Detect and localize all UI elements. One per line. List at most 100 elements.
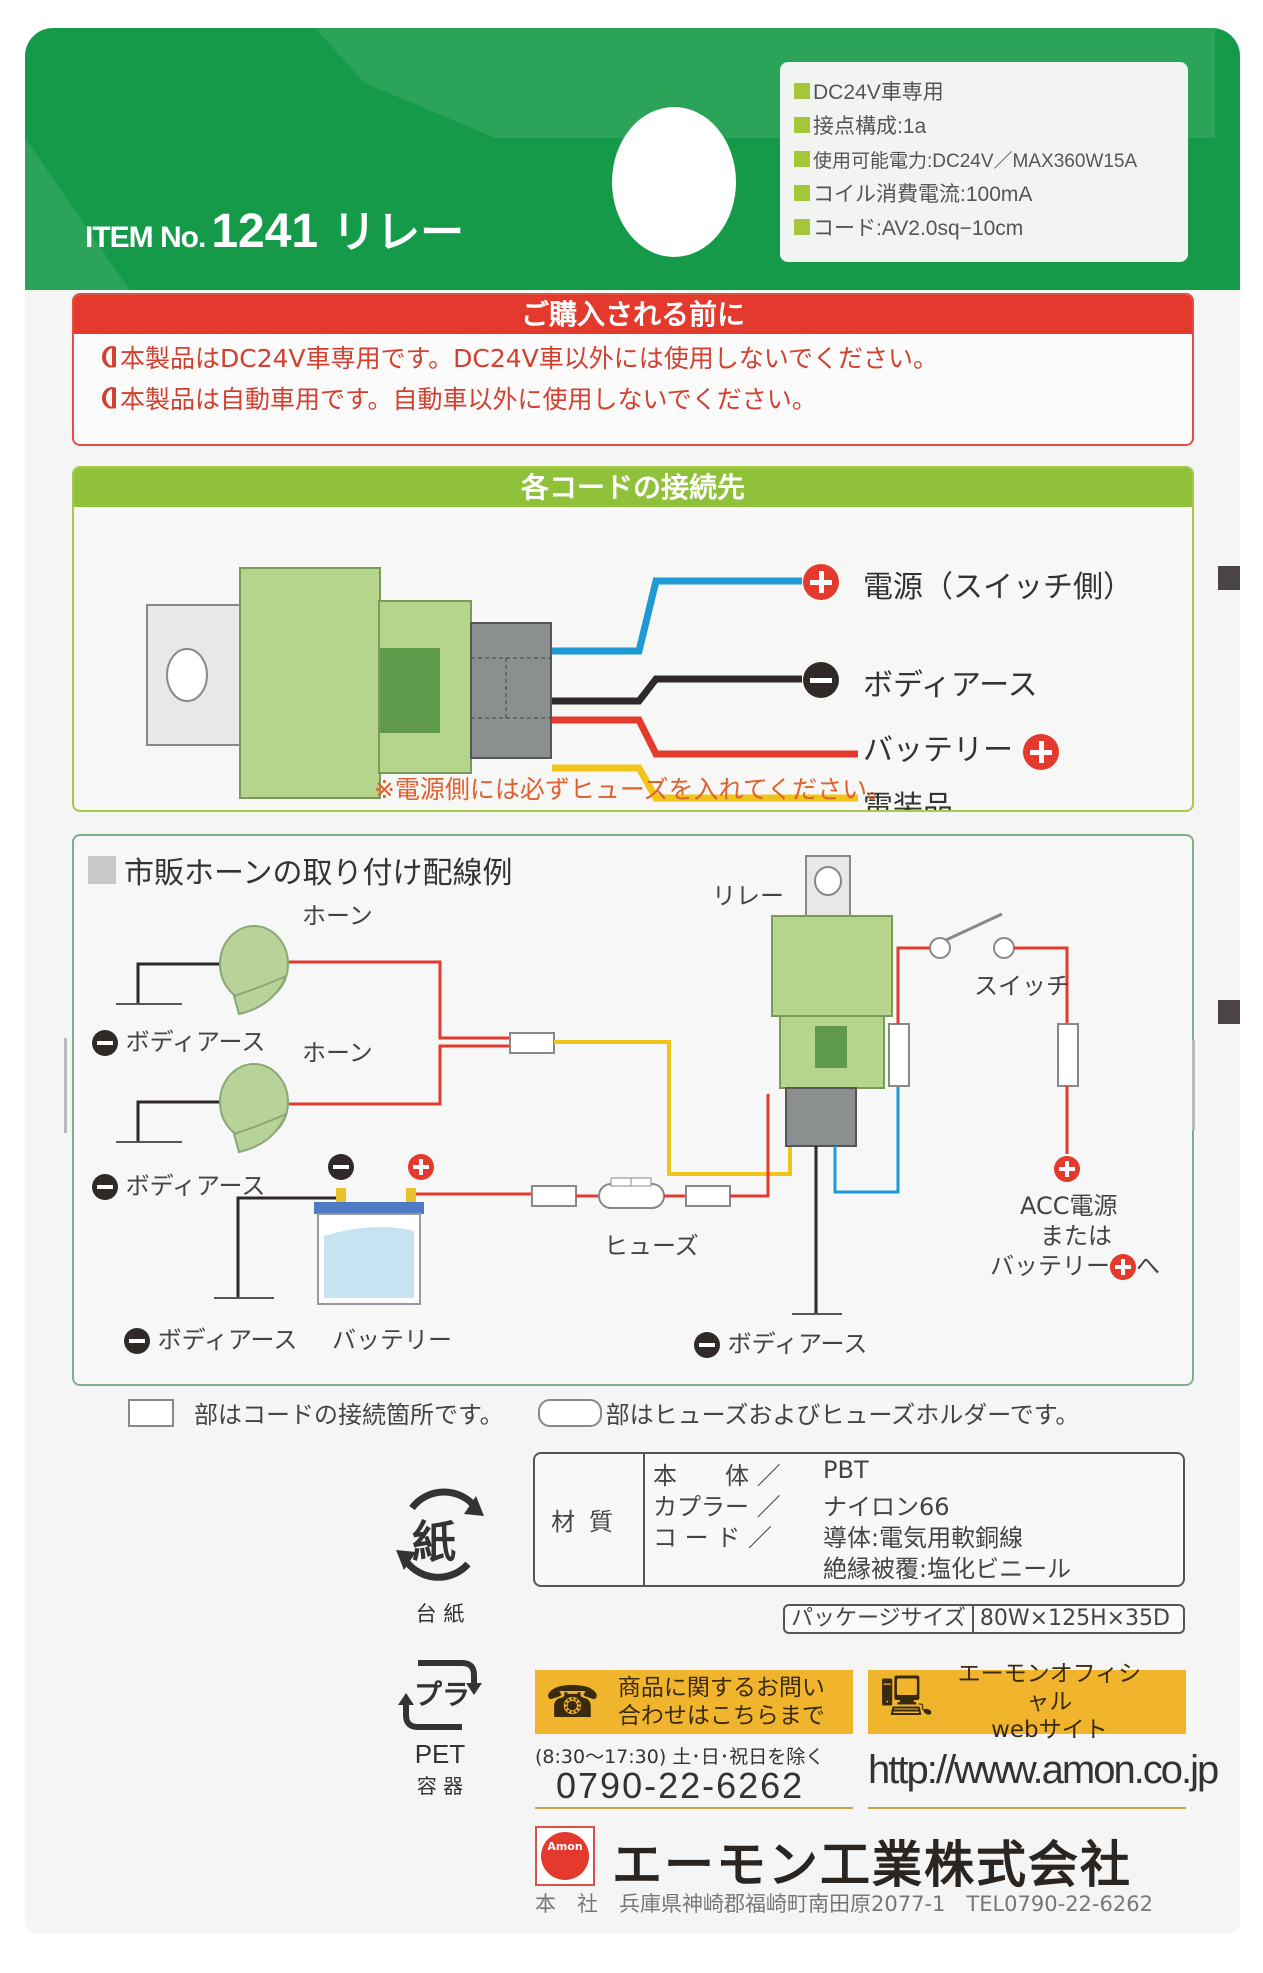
bullet-square-icon [794, 117, 810, 133]
materials-header: 材質 [535, 1454, 645, 1585]
materials-row: 絶縁被覆:塩化ビニール [823, 1555, 1072, 1583]
company-address: 本 社 兵庫県神崎郡福崎町南田原2077-1 TEL0790-22-6262 [535, 1892, 1153, 1916]
label-ground-1: ボディアース [92, 1022, 265, 1057]
computer-icon: 🖳 [880, 1674, 934, 1720]
horn-wiring-diagram [116, 855, 1079, 1315]
materials-row: 本 体 ／PBT [653, 1456, 869, 1490]
connector-symbol-icon [128, 1398, 174, 1427]
spec-box: DC24V車専用 接点構成:1a 使用可能電力:DC24V／MAX360W15A… [780, 62, 1188, 262]
business-hours: (8:30〜17:30) 土･日･祝日を除く [535, 1746, 825, 1768]
bullet-square-icon [794, 185, 810, 201]
relay-connector [785, 1087, 857, 1147]
item-name: リレー [332, 208, 465, 257]
website-url[interactable]: http://www.amon.co.jp [868, 1748, 1219, 1792]
label-fuse: ヒューズ [604, 1232, 699, 1260]
spec-row: コイル消費電流:100mA [794, 176, 1188, 210]
registration-mark [1218, 1000, 1240, 1024]
divider [868, 1807, 1186, 1809]
relay-diagram [146, 567, 858, 802]
label-ground-3: ボディアース [124, 1320, 297, 1355]
relay-window [380, 648, 440, 733]
plastic-type: PET [414, 1739, 466, 1769]
phone-banner: ☎ 商品に関するお問い合わせはこちらまで [535, 1670, 853, 1734]
paper-label: 台 紙 [415, 1602, 465, 1626]
hang-hole [612, 107, 736, 257]
wire-black [552, 675, 802, 705]
relay-body [239, 567, 381, 799]
wire-label-battery: バッテリー [863, 725, 1059, 770]
wire-label-accessory: 電装品 [863, 790, 953, 812]
minus-icon [803, 662, 839, 698]
spec-row: 接点構成:1a [794, 108, 1188, 142]
fuse-symbol-icon [537, 1398, 602, 1427]
relay [771, 915, 893, 1017]
label-relay: リレー [712, 882, 784, 910]
wire-label-power: 電源（スイッチ側） [863, 570, 1133, 605]
bracket-hole [166, 648, 208, 702]
plastic-label: 容 器 [416, 1774, 464, 1798]
label-ground-2: ボディアース [92, 1166, 265, 1201]
bullet-square-icon [794, 151, 810, 167]
telephone-icon: ☎ [545, 1676, 600, 1728]
battery-top [314, 1202, 424, 1214]
battery-plus-icon [408, 1154, 434, 1180]
wire-yellow [552, 764, 858, 802]
label-or: または [1040, 1222, 1112, 1250]
package-size: パッケージサイズ 80W×125H×35D [783, 1604, 1185, 1634]
company-name: エーモン工業株式会社 [612, 1836, 1132, 1894]
half-circle-bullet-icon [102, 387, 116, 409]
minus-icon [92, 1030, 118, 1056]
warning-line: 本製品はDC24V車専用です。DC24V車以外には使用しないでください。 [74, 334, 1192, 379]
acc-plus-icon [1054, 1156, 1080, 1182]
plus-icon [1022, 733, 1059, 770]
label-horn-1: ホーン [302, 902, 373, 930]
wire-red [552, 716, 858, 758]
horn-wiring-title: 市販ホーンの取り付け配線例 [88, 848, 513, 892]
relay-connector [470, 622, 552, 759]
minus-icon [694, 1332, 720, 1358]
plastic-symbol: プラ [414, 1678, 471, 1711]
code-connection-title: 各コードの接続先 [74, 468, 1192, 507]
label-acc: ACC電源 [1020, 1192, 1118, 1220]
label-switch: スイッチ [974, 972, 1070, 1000]
label-battery: バッテリー [332, 1326, 452, 1354]
blister-clip [1192, 1040, 1195, 1130]
horn-wiring-box: 市販ホーンの取り付け配線例 [72, 834, 1194, 1386]
battery-minus-icon [328, 1154, 354, 1180]
paper-recycle-mark: 紙 台 紙 [392, 1478, 488, 1628]
connector [509, 1032, 555, 1054]
wire-label-ground: ボディアース [863, 668, 1038, 703]
bullet-square-icon [794, 83, 810, 99]
fuse [598, 1183, 665, 1209]
label-horn-2: ホーン [302, 1039, 373, 1067]
label-ground-4: ボディアース [694, 1324, 867, 1359]
company-logo: Amon [535, 1826, 595, 1886]
diagram-legend: 部はコードの接続箇所です。 部はヒューズおよびヒューズホルダーです。 [128, 1395, 1079, 1430]
bullet-square-icon [794, 219, 810, 235]
materials-table: 材質 本 体 ／PBT カプラー ／ナイロン66 コ ー ド ／導体:電気用軟銅… [533, 1452, 1185, 1587]
blister-clip [64, 1038, 67, 1133]
paper-recycle-icon [396, 1488, 484, 1581]
switch [929, 937, 951, 959]
warning-box: ご購入される前に 本製品はDC24V車専用です。DC24V車以外には使用しないで… [72, 293, 1194, 446]
registration-mark [1218, 566, 1240, 590]
fuse-note: ※電源側には必ずヒューズを入れてください。 [373, 775, 893, 804]
pet-recycle-mark: プラ PET 容 器 [398, 1655, 482, 1799]
item-number: 1241 [211, 205, 319, 258]
phone-number[interactable]: 0790-22-6262 [556, 1765, 805, 1806]
spec-row: DC24V車専用 [794, 74, 1188, 108]
materials-row: コ ー ド ／導体:電気用軟銅線 [653, 1524, 1024, 1552]
code-connection-box: 各コードの接続先 電源（スイッチ側） ボディアース バッテリー 電装品 ※電源側… [72, 466, 1194, 812]
warning-line: 本製品は自動車用です。自動車以外に使用しないでください。 [74, 375, 1192, 420]
paper-symbol: 紙 [412, 1517, 456, 1568]
plus-icon [803, 564, 839, 600]
minus-icon [92, 1174, 118, 1200]
wire-blue [552, 577, 802, 655]
divider [535, 1807, 853, 1809]
warning-title: ご購入される前に [74, 295, 1192, 334]
spec-row: コード:AV2.0sq−10cm [794, 210, 1188, 244]
minus-icon [124, 1328, 150, 1354]
spec-row: 使用可能電力:DC24V／MAX360W15A [794, 142, 1188, 176]
